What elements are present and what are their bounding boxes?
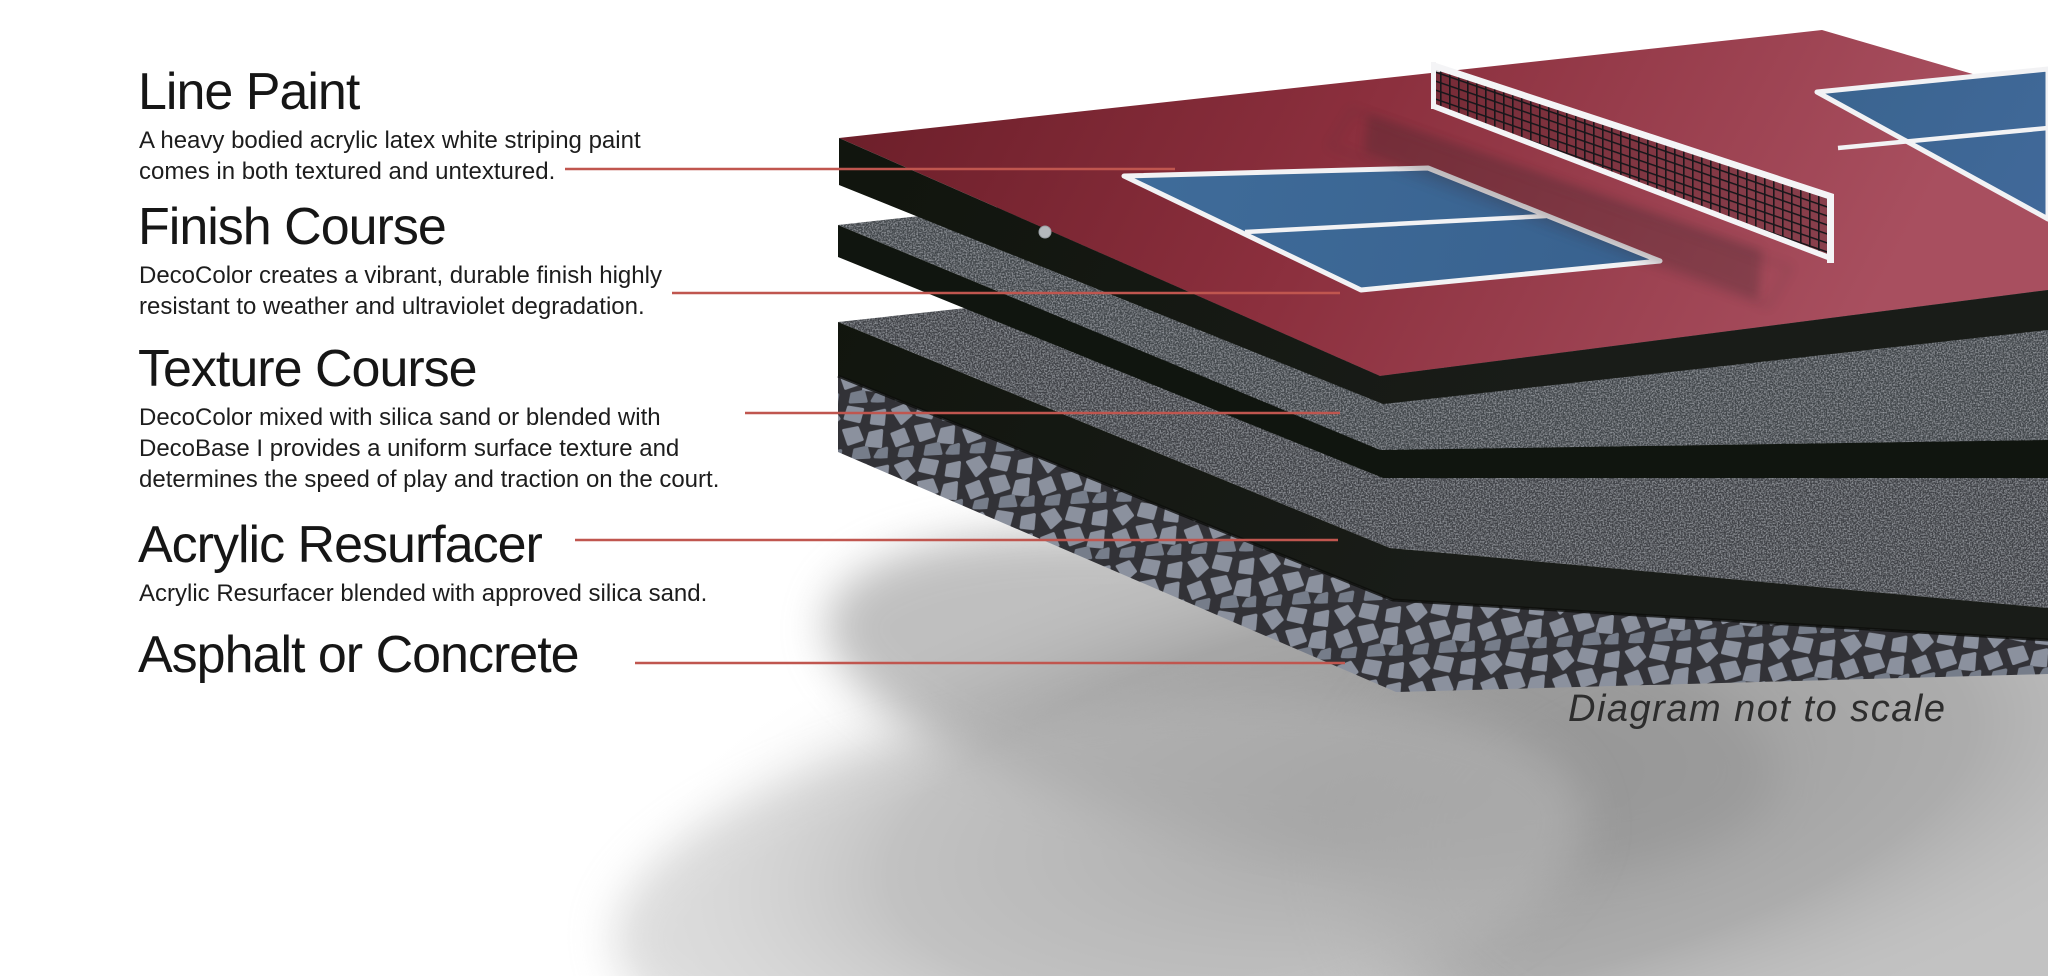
layer-description: A heavy bodied acrylic latex white strip… <box>139 127 641 186</box>
court-net <box>1431 62 1834 263</box>
far-court-centerline <box>1837 125 2048 151</box>
net-bottom-band <box>1433 103 1830 261</box>
court-slab-face <box>839 138 2048 404</box>
net-left-post <box>1431 62 1436 109</box>
layer-description: DecoColor creates a vibrant, durable fin… <box>139 262 662 321</box>
layer-description: DecoColor mixed with silica sand or blen… <box>139 404 720 494</box>
layer-title: Texture Course <box>138 340 478 398</box>
net-right-post <box>1827 194 1834 263</box>
layer-description: Acrylic Resurfacer blended with approved… <box>139 580 708 608</box>
layer-title: Asphalt or Concrete <box>138 626 580 684</box>
scale-disclaimer: Diagram not to scale <box>1568 688 1947 730</box>
near-court-centerline <box>1244 213 1547 235</box>
layer-label-acrylic-resurfacer: Acrylic Resurfacer Acrylic Resurfacer bl… <box>138 517 707 609</box>
texture-slab-face <box>838 225 2048 478</box>
layer-label-finish-course: Finish Course DecoColor creates a vibran… <box>138 199 662 322</box>
layer-title: Acrylic Resurfacer <box>138 516 543 574</box>
acrylic-resurfacer-face <box>838 322 2048 640</box>
layer-title: Finish Course <box>138 198 447 256</box>
net-shadow <box>1327 108 1793 308</box>
leader-lines <box>565 167 1345 665</box>
net-top-band <box>1433 62 1834 201</box>
ball-dot <box>1038 225 1052 239</box>
court-slab <box>839 30 2048 404</box>
layer-label-asphalt-concrete: Asphalt or Concrete <box>138 626 580 684</box>
far-court-blue-area <box>1814 66 2048 222</box>
asphalt-aggregate-face <box>838 376 2048 692</box>
layer-label-texture-course: Texture Course DecoColor mixed with sili… <box>138 341 719 495</box>
layer-title: Line Paint <box>138 63 360 121</box>
layer-label-line-paint: Line Paint A heavy bodied acrylic latex … <box>138 64 641 187</box>
